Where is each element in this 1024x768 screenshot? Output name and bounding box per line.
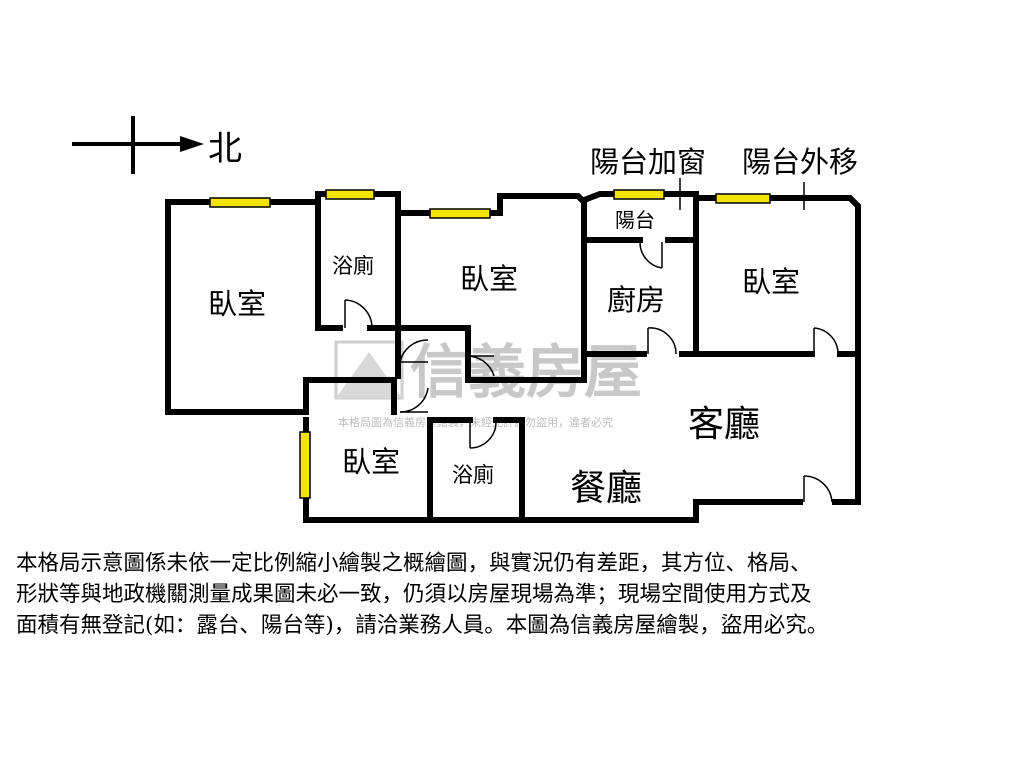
callout-balcony-window: 陽台加窗 <box>590 145 706 179</box>
room-label-bedroom-east: 臥室 <box>742 265 800 299</box>
compass: 北 <box>72 116 242 174</box>
callout-balcony-moved: 陽台外移 <box>742 145 858 179</box>
window-bath-upper <box>325 189 375 200</box>
door-bath-upper-swing <box>344 299 373 329</box>
room-label-bath-lower: 浴廁 <box>452 463 494 487</box>
windows <box>209 189 771 499</box>
room-label-dining-room: 餐廳 <box>570 468 642 509</box>
room-label-bedroom-lower: 臥室 <box>342 445 400 479</box>
wall-bedroom-middle-south <box>465 357 587 383</box>
doors <box>344 241 839 503</box>
wall-east-bedroom <box>693 195 861 505</box>
watermark: 信義房屋 本格局圖為信義房屋繪製，未經允許請勿盜用，違者必究 <box>334 338 642 429</box>
door-bedroom-middle-swing <box>465 355 495 377</box>
wall-north-west <box>165 191 587 363</box>
door-bedroom-lower-swing <box>399 387 429 413</box>
wall-west-bedroom <box>165 199 309 415</box>
walls <box>165 191 861 523</box>
room-label-kitchen: 廚房 <box>607 283 665 317</box>
door-bedroom-east-swing <box>813 327 839 355</box>
window-balcony <box>613 189 665 200</box>
window-bedroom-lower <box>299 431 311 499</box>
disclaimer-text: 本格局示意圖係未依一定比例縮小繪製之概繪圖，與實況仍有差距，其方位、格局、 形狀… <box>16 551 829 638</box>
callout-leaders <box>679 178 805 210</box>
watermark-brand: 信義房屋 <box>410 338 642 406</box>
door-kitchen-swing <box>647 327 677 355</box>
door-entrance-swing <box>803 475 833 503</box>
wall-lower-bedroom-top <box>303 377 397 415</box>
room-label-balcony: 陽台 <box>615 208 655 232</box>
window-bedroom-east <box>715 193 771 204</box>
compass-arrow-head <box>180 136 204 152</box>
window-bedroom-middle <box>429 208 491 219</box>
floor-plan: 北 信義房屋 本格局圖為信義房屋繪製，未經允許請勿盜用，違者必究 <box>72 116 861 523</box>
door-bath-lower-swing <box>469 421 497 449</box>
wall-corridor-upper <box>395 325 471 383</box>
watermark-logo-roof <box>336 352 402 398</box>
room-label-bedroom-west: 臥室 <box>208 287 266 321</box>
door-balcony-swing <box>639 241 663 269</box>
wall-bath-lower-east <box>493 417 525 523</box>
room-label-bath-upper: 浴廁 <box>332 254 374 278</box>
window-bedroom-west <box>209 197 271 208</box>
room-label-bedroom-middle: 臥室 <box>460 262 518 296</box>
room-label-living-room: 客廳 <box>688 404 760 445</box>
compass-north-label: 北 <box>208 129 242 169</box>
watermark-notice: 本格局圖為信義房屋繪製，未經允許請勿盜用，違者必究 <box>338 415 613 429</box>
door-bedroom-west-swing <box>399 339 429 363</box>
